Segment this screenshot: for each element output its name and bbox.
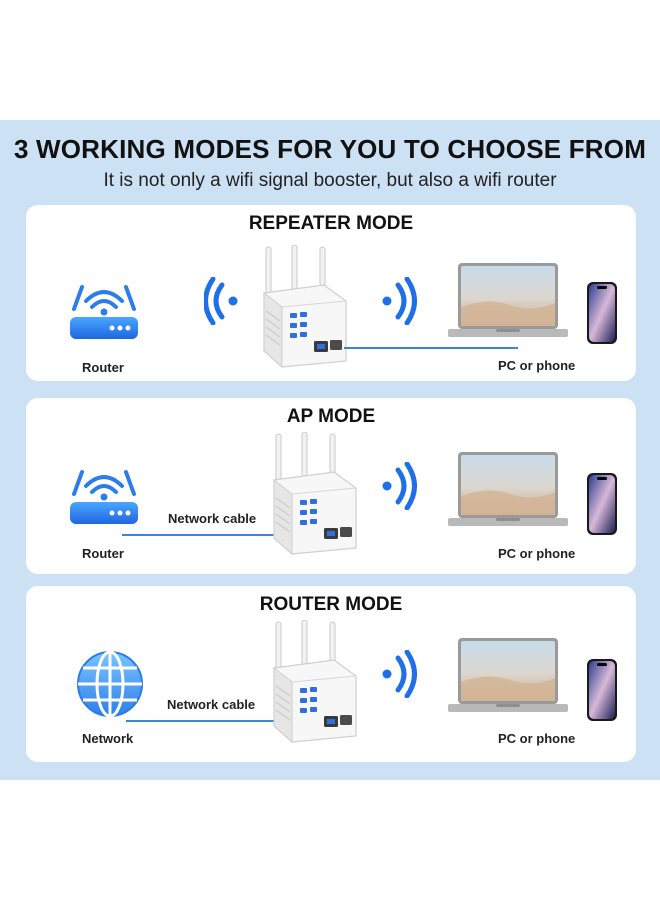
network-cable-line — [126, 720, 354, 722]
repeater-device-icon — [254, 245, 354, 369]
smartphone-icon — [586, 472, 618, 536]
router-icon — [66, 464, 142, 528]
source-label: Router — [82, 360, 124, 375]
wifi-signal-icon — [204, 277, 244, 325]
page-title: 3 WORKING MODES FOR YOU TO CHOOSE FROM — [13, 134, 647, 164]
repeater-device-icon — [264, 620, 364, 744]
mode-title: AP MODE — [286, 406, 376, 427]
client-label: PC or phone — [498, 546, 576, 561]
router-mode-card: ROUTER MODE Network Network cable PC or … — [26, 586, 636, 762]
cable-label: Network cable — [168, 511, 257, 526]
network-cable-line — [122, 534, 354, 536]
connection-line — [344, 347, 518, 349]
repeater-device-icon — [264, 432, 364, 556]
source-label: Network — [82, 731, 134, 746]
smartphone-icon — [586, 658, 618, 722]
smartphone-icon — [586, 281, 618, 345]
laptop-icon — [448, 450, 568, 532]
wifi-signal-icon — [378, 462, 418, 510]
router-icon — [66, 279, 142, 343]
cable-label: Network cable — [167, 697, 256, 712]
client-label: PC or phone — [498, 731, 576, 746]
laptop-icon — [448, 261, 568, 343]
mode-title: ROUTER MODE — [259, 594, 403, 615]
client-label: PC or phone — [498, 358, 576, 373]
repeater-mode-card: REPEATER MODE Router PC or phone — [26, 205, 636, 381]
page-subtitle: It is not only a wifi signal booster, bu… — [103, 170, 557, 191]
mode-title: REPEATER MODE — [248, 213, 414, 234]
laptop-icon — [448, 636, 568, 718]
ap-mode-card: AP MODE Router Network cable PC or phone — [26, 398, 636, 574]
source-label: Router — [82, 546, 124, 561]
wifi-signal-icon — [378, 650, 418, 698]
wifi-signal-icon — [378, 277, 418, 325]
globe-network-icon — [74, 648, 146, 720]
